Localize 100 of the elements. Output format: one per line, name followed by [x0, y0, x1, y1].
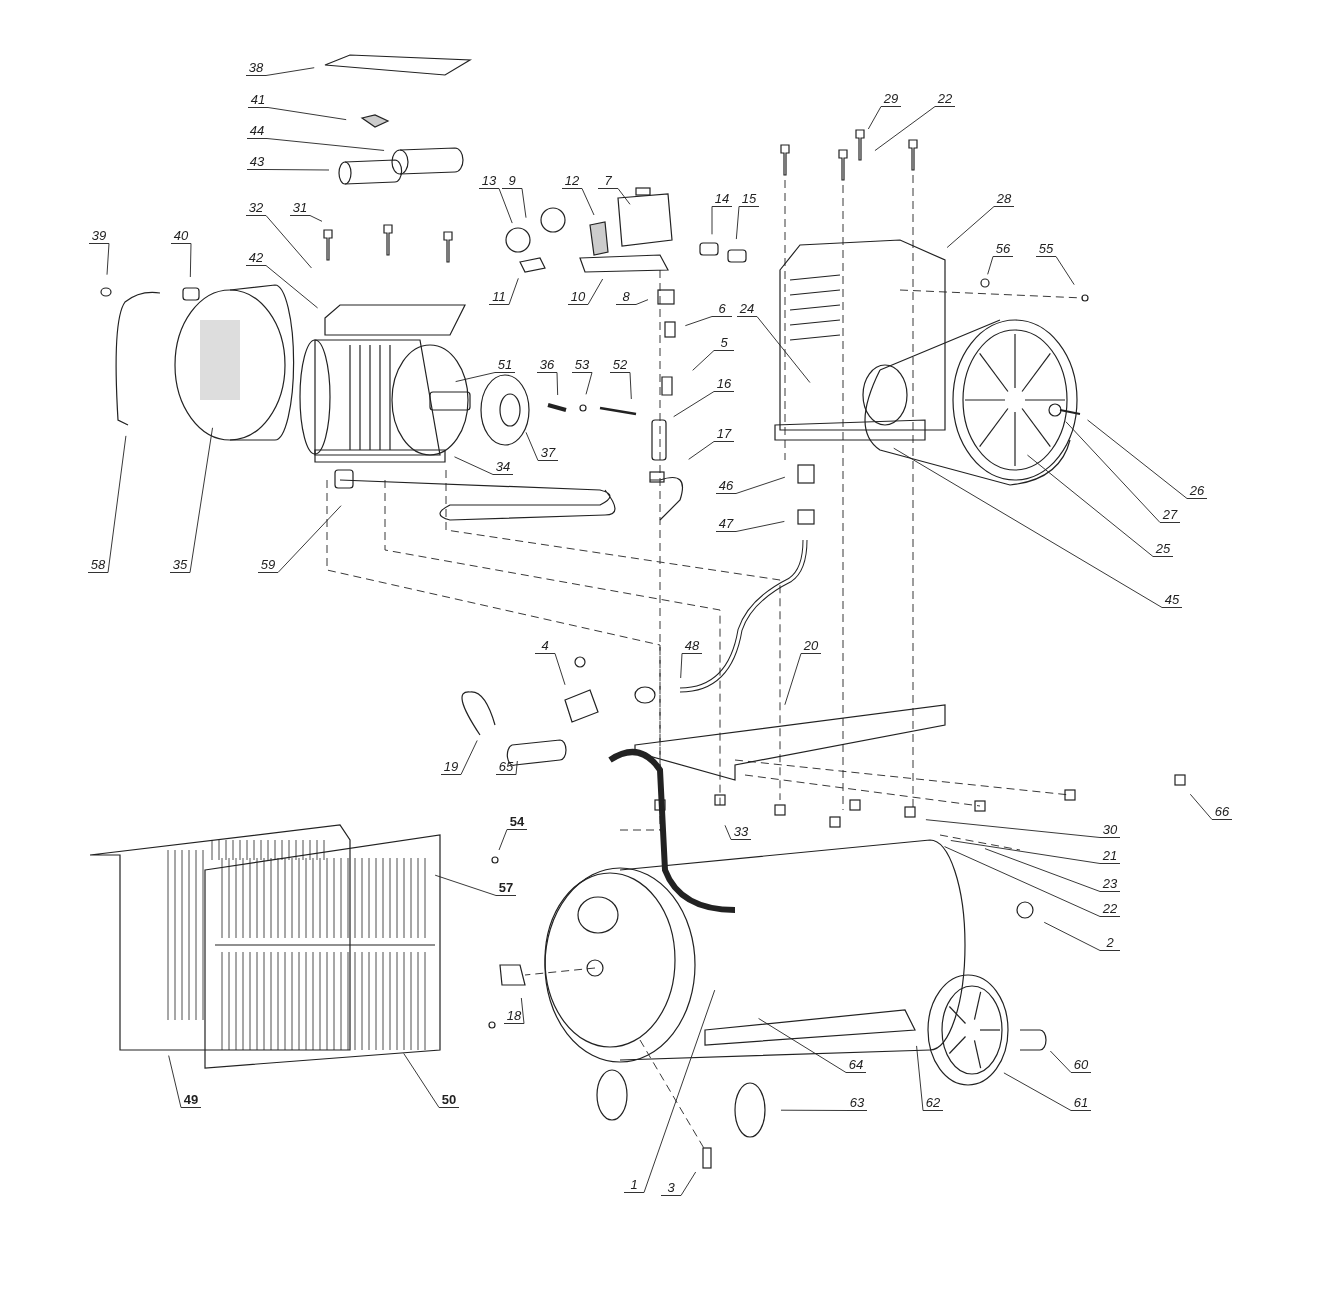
leader-line [189, 243, 192, 278]
leader-line [946, 206, 995, 248]
callout-number: 13 [479, 173, 499, 189]
leader-line [265, 67, 315, 76]
leader-line [684, 316, 713, 327]
leader-line [454, 456, 494, 475]
callout-number: 22 [1100, 901, 1120, 917]
leader-line [265, 265, 319, 309]
callout-number: 39 [89, 228, 109, 244]
leader-line [1189, 793, 1213, 820]
leader-line [1026, 454, 1154, 557]
callout-number: 54 [507, 814, 527, 830]
leader-line [515, 760, 518, 775]
callout-number: 56 [993, 241, 1013, 257]
callout-number: 28 [994, 191, 1014, 207]
leader-line [266, 138, 385, 151]
leader-line [724, 824, 732, 840]
callout-number: 14 [712, 191, 732, 207]
leader-line [874, 106, 936, 152]
leader-line [554, 653, 566, 686]
leader-line [944, 846, 1101, 917]
callout-number: 61 [1071, 1095, 1091, 1111]
leader-line [277, 505, 342, 573]
callout-number: 33 [731, 824, 751, 840]
callout-number: 53 [572, 357, 592, 373]
leader-line [556, 372, 559, 396]
callout-number: 57 [496, 880, 516, 896]
callout-number: 29 [881, 91, 901, 107]
leader-line [498, 829, 508, 851]
callout-number: 7 [598, 173, 618, 189]
callout-number: 38 [246, 60, 266, 76]
leader-line [107, 435, 127, 573]
callout-number: 55 [1036, 241, 1056, 257]
callout-number: 34 [493, 459, 513, 475]
leader-line [692, 350, 715, 371]
leader-line [680, 1171, 697, 1196]
leader-line [267, 107, 347, 121]
callout-number: 3 [661, 1180, 681, 1196]
callout-number: 4 [535, 638, 555, 654]
callout-number: 64 [846, 1057, 866, 1073]
leader-line [1065, 421, 1161, 523]
callout-number: 45 [1162, 592, 1182, 608]
callout-number: 8 [616, 289, 636, 305]
leader-line [265, 215, 312, 269]
leader-line [525, 431, 539, 461]
leader-line [1055, 256, 1075, 286]
callout-number: 51 [495, 357, 515, 373]
leader-line [711, 206, 713, 235]
callout-number: 37 [538, 445, 558, 461]
callout-number: 42 [246, 250, 266, 266]
callout-number: 12 [562, 173, 582, 189]
leader-line [1043, 921, 1101, 951]
callout-number: 2 [1100, 935, 1120, 951]
leader-line [950, 840, 1101, 864]
callout-number: 31 [290, 200, 310, 216]
leader-line [758, 1018, 847, 1073]
leader-line [629, 372, 632, 400]
leader-line [498, 188, 513, 224]
leader-line [784, 653, 802, 706]
callout-number: 60 [1071, 1057, 1091, 1073]
callout-number: 24 [737, 301, 757, 317]
callout-number: 5 [714, 335, 734, 351]
leader-line [635, 299, 649, 305]
callout-number: 6 [712, 301, 732, 317]
leader-line [585, 372, 593, 395]
callout-number: 27 [1160, 507, 1180, 523]
callout-number: 58 [88, 557, 108, 573]
leader-line [455, 372, 496, 383]
leader-line [780, 1109, 848, 1111]
leader-line [266, 169, 330, 171]
leader-line [1049, 1050, 1072, 1073]
leader-line [984, 848, 1101, 892]
callout-number: 43 [247, 154, 267, 170]
callout-number: 10 [568, 289, 588, 305]
callout-number: 36 [537, 357, 557, 373]
callout-number: 52 [610, 357, 630, 373]
callout-number: 22 [935, 91, 955, 107]
callout-number: 47 [716, 516, 736, 532]
leader-line [987, 256, 994, 275]
leader-line [587, 278, 604, 305]
callout-number: 9 [502, 173, 522, 189]
leader-line [521, 188, 527, 219]
leader-line [680, 653, 683, 679]
callout-number: 32 [246, 200, 266, 216]
callout-number: 23 [1100, 876, 1120, 892]
callout-number: 49 [181, 1092, 201, 1108]
leader-line [756, 316, 811, 383]
callout-number: 63 [847, 1095, 867, 1111]
leader-line [916, 1045, 924, 1111]
leader-line [106, 243, 110, 276]
leader-line [867, 106, 882, 130]
leader-line [673, 391, 715, 418]
leader-line [189, 427, 213, 573]
leader-line [168, 1055, 182, 1108]
leader-line [925, 819, 1101, 838]
callout-number: 18 [504, 1008, 524, 1024]
callout-number: 59 [258, 557, 278, 573]
callout-number: 66 [1212, 804, 1232, 820]
callout-number: 26 [1187, 483, 1207, 499]
leader-line [735, 476, 786, 494]
